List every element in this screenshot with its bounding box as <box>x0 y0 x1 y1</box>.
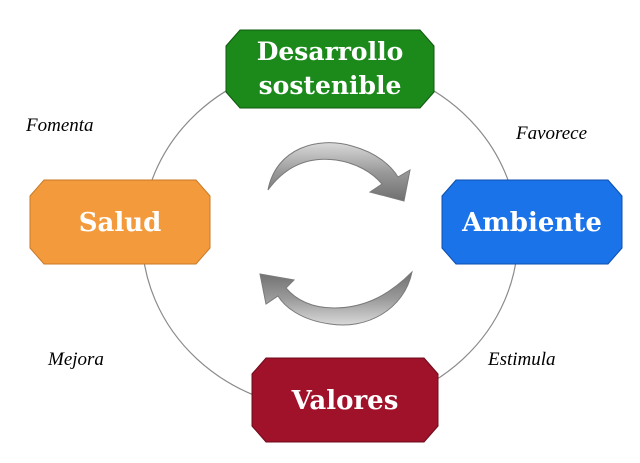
node-salud-shape <box>29 179 211 265</box>
node-ambiente-label: Ambiente <box>461 208 602 238</box>
node-ambiente-shape <box>441 179 623 265</box>
node-salud: Salud <box>29 179 211 265</box>
node-valores-label: Valores <box>291 386 399 416</box>
node-valores-shape <box>251 357 439 443</box>
edge-label-estimula: Estimula <box>487 349 556 370</box>
node-desarrollo-sostenible-label-line1: Desarrollo <box>257 37 404 66</box>
lower-curved-arrow <box>259 270 413 326</box>
edge-label-favorece: Favorece <box>515 123 587 144</box>
node-desarrollo-sostenible: Desarrollo sostenible <box>225 29 435 109</box>
edge-label-fomenta: Fomenta <box>25 115 94 136</box>
node-desarrollo-sostenible-shape <box>225 29 435 109</box>
node-valores: Valores <box>251 357 439 443</box>
node-desarrollo-sostenible-label-line2: sostenible <box>259 71 402 100</box>
node-salud-label: Salud <box>79 208 162 238</box>
node-ambiente: Ambiente <box>441 179 623 265</box>
upper-curved-arrow <box>267 142 411 202</box>
edge-label-mejora: Mejora <box>47 349 104 370</box>
